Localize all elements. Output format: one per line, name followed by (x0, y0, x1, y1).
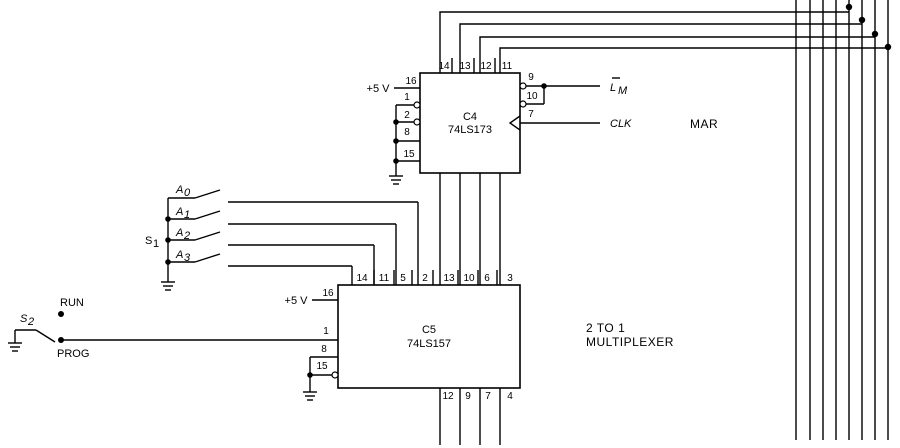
c5-pin-4: 4 (507, 391, 513, 402)
ground-symbol (8, 342, 22, 352)
mar-label: MAR (690, 117, 718, 131)
ground-symbol (389, 175, 403, 185)
bus-junction-dot (871, 30, 879, 38)
c5-vcc-label: +5 V (285, 295, 309, 307)
c5-pin-1: 1 (323, 326, 329, 337)
c5-pin-7: 7 (485, 391, 491, 402)
c4-pin-16: 16 (405, 76, 417, 87)
c5-pin-6: 6 (484, 273, 490, 284)
run-label: RUN (60, 297, 84, 309)
c4-pin-14: 14 (438, 61, 450, 72)
bus-junction-dot (845, 3, 853, 11)
switch-s2[interactable]: S 2 RUN PROG (8, 297, 338, 360)
ground-symbol (161, 281, 175, 291)
c5-pin-16: 16 (322, 288, 334, 299)
c4-vcc-label: +5 V (367, 83, 391, 95)
c4-output-wires (439, 3, 892, 73)
switch-a3[interactable]: A 3 (168, 249, 353, 285)
switch-a1-label: A (175, 206, 183, 218)
c5-pin-12: 12 (442, 391, 454, 402)
c5-pin-11: 11 (379, 273, 390, 284)
s2-letter: S (20, 313, 28, 325)
c5-pin-8: 8 (321, 344, 327, 355)
mux-label-line1: 2 TO 1 (586, 321, 625, 335)
load-mar-label: L M (610, 77, 628, 97)
c5-pin-9: 9 (465, 391, 471, 402)
chip-c5: C5 74LS157 14 11 5 2 13 10 6 3 +5 V 16 1… (285, 270, 674, 445)
switch-a0[interactable]: A 0 (168, 184, 419, 285)
bus-junction-dot (884, 43, 892, 51)
prog-label: PROG (57, 348, 89, 360)
c5-pin-14: 14 (356, 273, 368, 284)
clk-label: CLK (610, 118, 632, 130)
c4-pin-1: 1 (404, 92, 410, 103)
c4-pin-9: 9 (528, 72, 534, 83)
c5-pin-2: 2 (422, 273, 428, 284)
switch-a3-label: A (175, 249, 183, 261)
c4-pin-8: 8 (404, 127, 410, 138)
c4-part: 74LS173 (448, 124, 492, 136)
c5-pin-3: 3 (507, 273, 513, 284)
switch-a1-sub: 1 (184, 209, 190, 221)
s2-subscript: 2 (27, 316, 34, 328)
lm-subscript: M (618, 85, 628, 97)
bus-junction-dot (858, 16, 866, 24)
switch-a2[interactable]: A 2 (168, 227, 375, 285)
switch-a2-sub: 2 (183, 230, 190, 242)
c4-pin-13: 13 (459, 61, 471, 72)
switch-bank-s1: S 1 A 0 A 1 A 2 (145, 184, 419, 291)
mux-label-line2: MULTIPLEXER (586, 335, 674, 349)
c4-pin-11: 11 (502, 61, 513, 72)
c4-pin-12: 12 (480, 61, 492, 72)
address-bus (795, 0, 889, 440)
c5-pin-5: 5 (400, 273, 406, 284)
switch-a3-sub: 3 (184, 252, 191, 264)
run-contact (58, 311, 64, 317)
c5-part: 74LS157 (407, 338, 451, 350)
chip-c4: C4 74LS173 14 13 12 11 +5 V 16 1 2 8 15 (367, 58, 718, 185)
c4-pin-10: 10 (526, 91, 538, 102)
c5-pin-10: 10 (463, 273, 475, 284)
s1-subscript: 1 (153, 238, 159, 250)
s1-letter: S (145, 235, 152, 247)
c4-pin-15: 15 (403, 149, 415, 160)
lm-letter: L (610, 82, 616, 94)
c4-pin-2: 2 (404, 110, 410, 121)
c4-pin-7: 7 (528, 109, 534, 120)
switch-a0-sub: 0 (184, 187, 191, 199)
c5-pin-15: 15 (316, 361, 328, 372)
c5-pin-13: 13 (443, 273, 455, 284)
switch-a1[interactable]: A 1 (168, 206, 397, 285)
ground-symbol (303, 391, 317, 401)
c4-to-c5-wires (439, 173, 501, 285)
c4-name: C4 (463, 111, 477, 123)
switch-a0-label: A (175, 184, 183, 196)
c5-name: C5 (422, 324, 436, 336)
switch-a2-label: A (175, 227, 183, 239)
